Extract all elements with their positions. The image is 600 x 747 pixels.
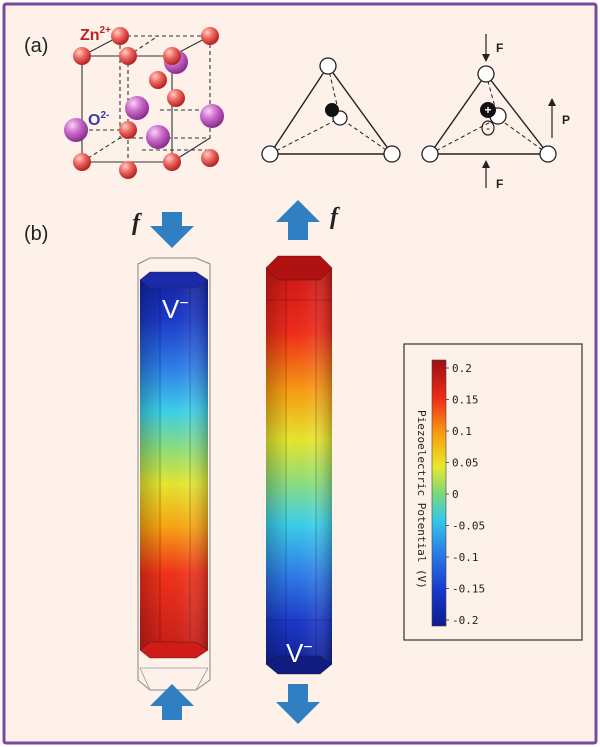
oxygen-atom [200, 104, 224, 128]
zinc-atom [201, 27, 219, 45]
zinc-atom [163, 153, 181, 171]
colorbar-gradient [431, 359, 447, 627]
plus-charge: + [484, 103, 491, 117]
colorbar-tick-label: 0.2 [452, 362, 472, 375]
polarization-arrow [548, 98, 556, 138]
oxygen-label: O2- [88, 110, 109, 129]
zinc-atom [111, 27, 129, 45]
colorbar-title: Piezoelectric Potential (V) [415, 410, 428, 589]
force-arrow-bottom [482, 160, 490, 188]
nanowire-compressed [137, 257, 211, 691]
colorbar-tick-label: -0.2 [452, 614, 479, 627]
panel-b-label: (b) [24, 223, 48, 245]
zinc-atom [149, 71, 167, 89]
zinc-atom [119, 121, 137, 139]
force-label-top: F [496, 41, 503, 55]
colorbar-tick-label: -0.05 [452, 520, 485, 533]
nanowire-left-label: V− [162, 294, 189, 324]
oxygen-atom [125, 96, 149, 120]
colorbar-tick-label: -0.1 [452, 551, 479, 564]
zinc-atom [201, 149, 219, 167]
compress-arrow-top [150, 212, 194, 248]
zinc-atoms [73, 27, 219, 179]
zinc-atom [119, 47, 137, 65]
zinc-atom [163, 47, 181, 65]
zinc-atom [167, 89, 185, 107]
force-label-right: f [330, 204, 340, 230]
colorbar-tick-label: -0.15 [452, 583, 485, 596]
zinc-atom [73, 47, 91, 65]
colorbar-tick-label: 0.05 [452, 457, 479, 470]
colorbar-tick-label: 0.15 [452, 394, 479, 407]
nanowire-stretched [265, 255, 333, 675]
oxygen-atom [146, 125, 170, 149]
tension-arrow-top [276, 200, 320, 240]
compress-arrow-bottom [150, 684, 194, 720]
tetrahedron-unstrained [261, 57, 401, 163]
zinc-atom [119, 161, 137, 179]
nanowire-right-label: V− [286, 638, 313, 668]
tetrahedron-strained: + - [421, 65, 557, 163]
force-label-bottom: F [496, 177, 503, 191]
force-label-left: f [132, 210, 142, 236]
force-arrow-top [482, 34, 490, 62]
colorbar: Piezoelectric Potential (V) 0.20.150.10.… [403, 343, 583, 641]
minus-charge: - [486, 121, 490, 135]
colorbar-ticks: 0.2 0.15 0.1 0.05 0 -0.05 -0.1 -0.15 -0.2 [446, 362, 485, 627]
colorbar-tick-label: 0.1 [452, 425, 472, 438]
zinc-label: Zn2+ [80, 25, 111, 44]
zinc-atom [73, 153, 91, 171]
panel-a-label: (a) [24, 35, 48, 57]
polarization-label: P [562, 113, 570, 127]
colorbar-tick-label: 0 [452, 488, 459, 501]
colorbar-frame [403, 343, 583, 641]
tension-arrow-bottom [276, 684, 320, 724]
oxygen-atom [64, 118, 88, 142]
